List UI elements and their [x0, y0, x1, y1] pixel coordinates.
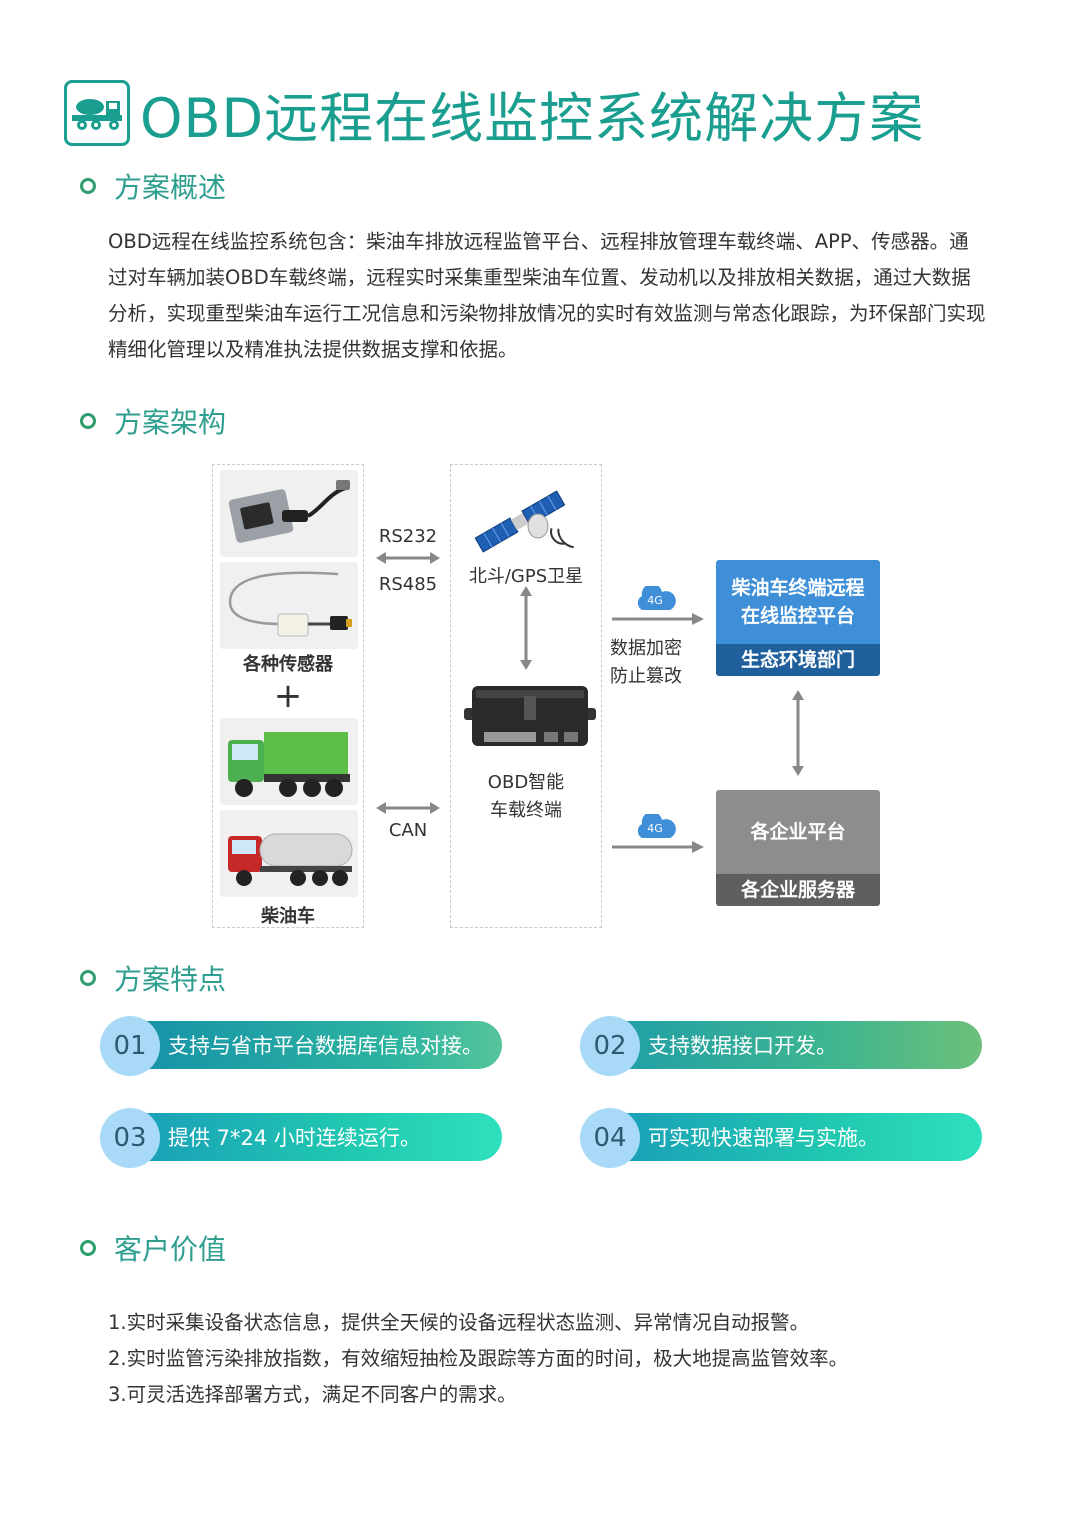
feature-item: 可实现快速部署与实施。 04: [580, 1108, 982, 1168]
mixer-truck-icon: [64, 80, 130, 146]
page-title: OBD远程在线监控系统解决方案: [140, 86, 925, 150]
feature-item: 支持数据接口开发。 02: [580, 1016, 982, 1076]
feature-text: 支持与省市平台数据库信息对接。: [128, 1021, 502, 1069]
feature-text: 提供 7*24 小时连续运行。: [128, 1113, 502, 1161]
temperature-sensor-image: [220, 562, 358, 649]
feature-number: 02: [580, 1016, 640, 1076]
gov-platform-box: 柴油车终端远程 在线监控平台: [716, 560, 880, 644]
encrypt-label-2: 防止篡改: [610, 666, 682, 687]
feature-item: 提供 7*24 小时连续运行。 03: [100, 1108, 502, 1168]
right-arrow-icon: [612, 613, 704, 625]
rs232-label: RS232: [378, 526, 438, 547]
vertical-double-arrow-icon: [792, 690, 804, 776]
section-architecture-heading: 方案架构: [80, 401, 226, 441]
tanker-truck-image: [220, 810, 358, 897]
value-item: 3.可灵活选择部署方式，满足不同客户的需求。: [108, 1383, 517, 1406]
page-header: OBD远程在线监控系统解决方案: [64, 78, 924, 150]
circle-bullet-icon: [80, 1240, 96, 1256]
circle-bullet-icon: [80, 178, 96, 194]
feature-number: 01: [100, 1016, 160, 1076]
cloud-4g-icon: [637, 814, 676, 838]
gov-dept-label: 生态环境部门: [716, 644, 880, 676]
section-overview-heading: 方案概述: [80, 166, 226, 206]
value-list: 1.实时采集设备状态信息，提供全天候的设备远程状态监测、异常情况自动报警。 2.…: [108, 1305, 848, 1413]
feature-number: 04: [580, 1108, 640, 1168]
rs485-label: RS485: [378, 574, 438, 595]
section-title: 方案架构: [114, 406, 227, 439]
obd-terminal-icon: [464, 686, 596, 746]
satellite-icon: [474, 490, 574, 553]
circle-bullet-icon: [80, 413, 96, 429]
section-features-heading: 方案特点: [80, 958, 226, 998]
dump-truck-image: [220, 718, 358, 805]
encrypt-label-1: 数据加密: [610, 638, 682, 659]
feature-text: 可实现快速部署与实施。: [608, 1113, 982, 1161]
ent-platform-box: 各企业平台: [716, 790, 880, 874]
circle-bullet-icon: [80, 970, 96, 986]
net-4g-bottom-label: 4G: [647, 822, 663, 835]
can-label: CAN: [388, 820, 428, 841]
feature-text: 支持数据接口开发。: [608, 1021, 982, 1069]
gov-platform-line-2: 在线监控平台: [740, 605, 855, 627]
plus-icon: +: [273, 676, 303, 716]
device-column: [212, 464, 364, 928]
gov-platform-line-1: 柴油车终端远程: [731, 577, 865, 599]
cloud-4g-icon: [637, 586, 676, 610]
vertical-double-arrow-icon: [520, 586, 532, 670]
feature-number: 03: [100, 1108, 160, 1168]
section-title: 客户价值: [114, 1233, 227, 1266]
terminal-column: [450, 464, 602, 928]
section-title: 方案概述: [114, 171, 227, 204]
terminal-label-2: 车载终端: [490, 800, 562, 821]
overview-paragraph: OBD远程在线监控系统包含：柴油车排放远程监管平台、远程排放管理车载终端、APP…: [108, 230, 986, 361]
section-title: 方案特点: [114, 963, 227, 996]
section-value-heading: 客户价值: [80, 1228, 226, 1268]
value-item: 2.实时监管污染排放指数，有效缩短抽检及跟踪等方面的时间，极大地提高监管效率。: [108, 1347, 849, 1370]
trucks-label: 柴油车: [261, 906, 315, 927]
double-arrow-icon: [376, 802, 440, 814]
feature-item: 支持与省市平台数据库信息对接。 01: [100, 1016, 502, 1076]
nox-sensor-image: [220, 470, 358, 557]
ent-server-label: 各企业服务器: [716, 874, 880, 906]
sensors-label: 各种传感器: [243, 654, 333, 675]
terminal-label-1: OBD智能: [487, 772, 565, 793]
double-arrow-icon: [376, 552, 440, 564]
value-item: 1.实时采集设备状态信息，提供全天候的设备远程状态监测、异常情况自动报警。: [108, 1311, 810, 1334]
right-arrow-icon: [612, 841, 704, 853]
net-4g-top-label: 4G: [647, 594, 663, 607]
satellite-label: 北斗/GPS卫星: [468, 566, 584, 587]
